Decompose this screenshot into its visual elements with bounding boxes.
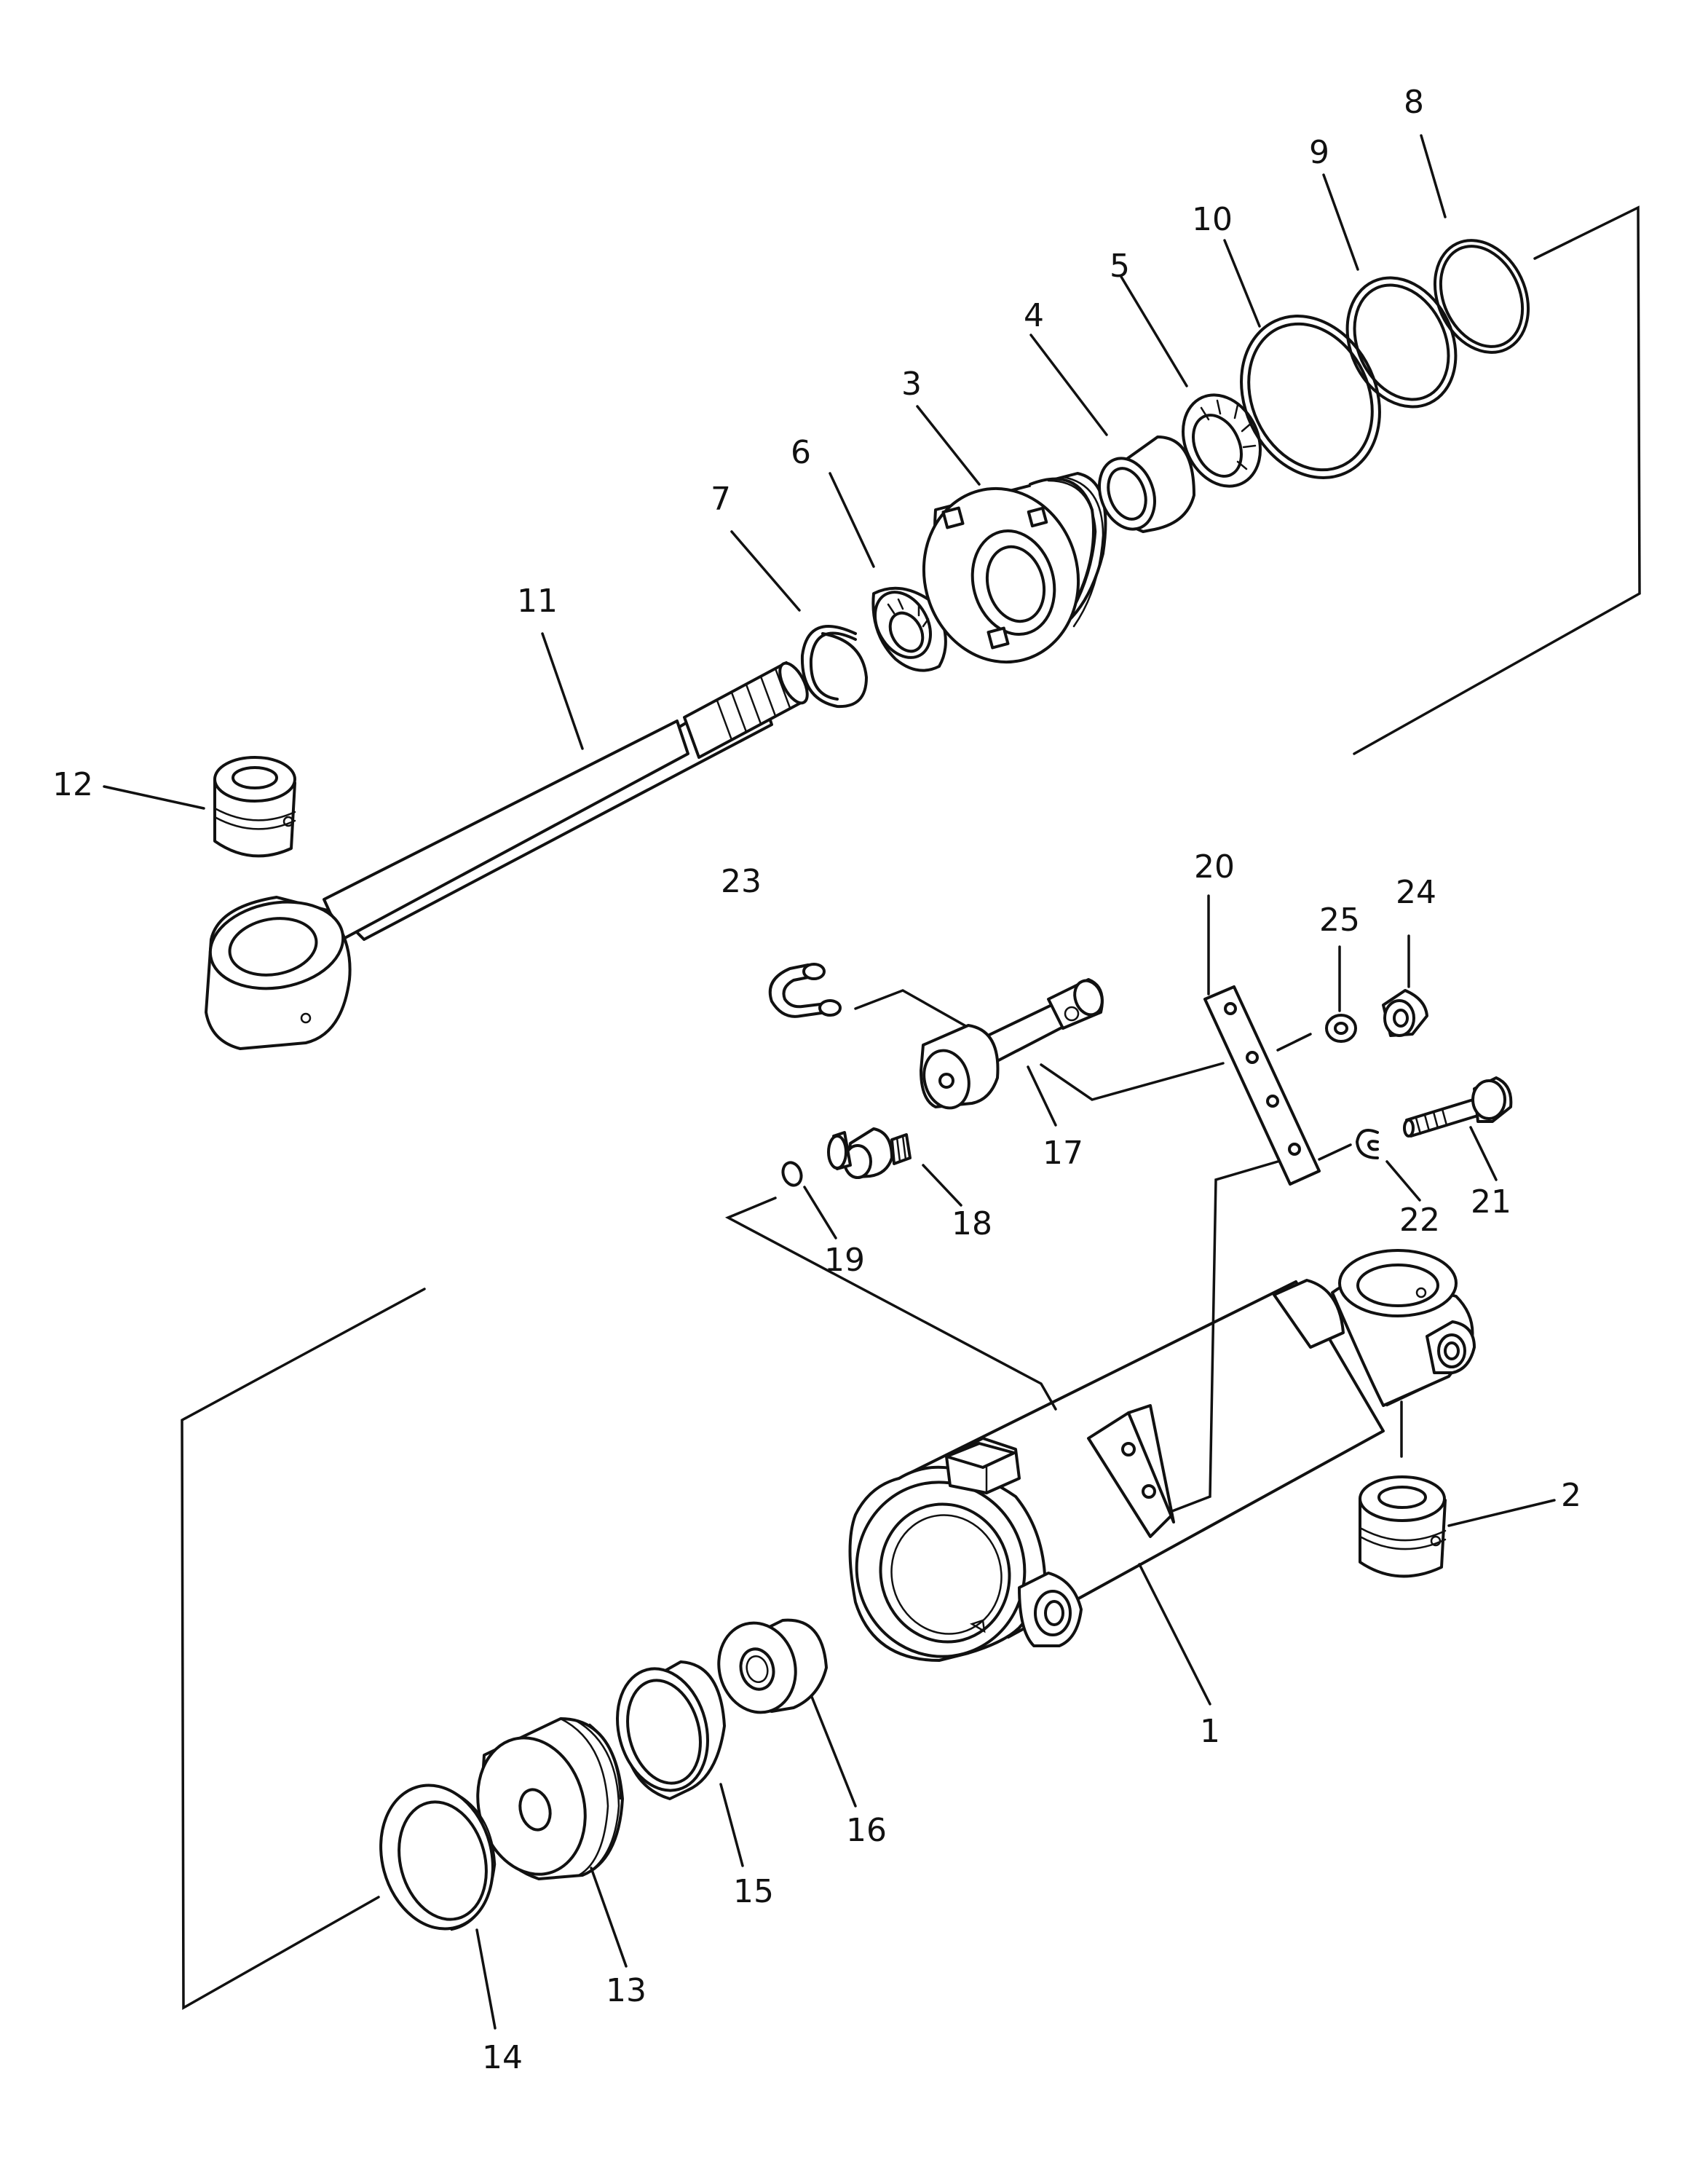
- callout-16: 16: [846, 1812, 887, 1849]
- callout-13: 13: [606, 1972, 647, 2009]
- callout-17: 17: [1043, 1135, 1083, 1172]
- callout-leaders: [103, 134, 1556, 2030]
- callout-1: 1: [1200, 1713, 1220, 1750]
- part-17-link-line: [1040, 1062, 1225, 1101]
- callout-5: 5: [1110, 248, 1130, 285]
- part-8-o-ring: [1433, 239, 1530, 354]
- part-23-link-line: [854, 989, 988, 1039]
- part-13-piston: [476, 1717, 624, 1880]
- callout-10: 10: [1192, 201, 1233, 238]
- callout-21: 21: [1471, 1183, 1511, 1221]
- part-23-u-clip: [768, 963, 842, 1018]
- assembly-bracket-top-right: [1353, 205, 1641, 755]
- part-22-snap-ring: [1356, 1129, 1379, 1159]
- assembly-bracket-bottom-left: [181, 1288, 426, 2011]
- callout-19: 19: [824, 1242, 865, 1279]
- part-24-nut: [1382, 989, 1428, 1037]
- part-19-o-ring: [781, 1161, 803, 1187]
- callout-15: 15: [733, 1873, 774, 1910]
- callout-23: 23: [721, 863, 762, 900]
- part-10-o-ring: [1240, 315, 1381, 479]
- callout-12: 12: [52, 766, 93, 803]
- part-19-link-line: [724, 1197, 1057, 1411]
- callout-22: 22: [1399, 1202, 1440, 1239]
- callout-18: 18: [952, 1205, 992, 1242]
- part-18-grease-fitting: [827, 1127, 912, 1179]
- callout-2: 2: [1561, 1477, 1581, 1514]
- callout-4: 4: [1024, 297, 1044, 334]
- part-16-nut: [717, 1618, 828, 1714]
- part-7-snap-ring: [800, 625, 868, 709]
- part-12-bushing: [213, 756, 296, 858]
- callout-9: 9: [1309, 134, 1329, 171]
- part-14-seal: [379, 1783, 497, 1931]
- part-3-cylinder-head: [922, 472, 1107, 664]
- callout-7: 7: [711, 481, 731, 518]
- part-20-plate: [1203, 985, 1321, 1186]
- part-9-backup-ring: [1345, 276, 1458, 409]
- part-25-washer: [1325, 1014, 1357, 1043]
- part-6-seal: [871, 586, 947, 672]
- part-4-bushing: [1098, 435, 1195, 533]
- part-17-pin: [920, 978, 1104, 1110]
- callout-6: 6: [791, 434, 811, 471]
- callout-8: 8: [1404, 84, 1424, 121]
- callout-labels: 1 2 3 4 5 6 7 8 9 10 11 12 13 14 15 16 1…: [52, 84, 1581, 2076]
- callout-3: 3: [901, 366, 922, 403]
- part-15-wear-ring: [616, 1660, 726, 1800]
- part-20-link-lines: [1276, 1033, 1352, 1161]
- part-2-bushing: [1359, 1475, 1447, 1578]
- part-20-tube-link-line: [1171, 1160, 1279, 1513]
- callout-14: 14: [482, 2039, 523, 2076]
- part-21-bolt: [1403, 1076, 1513, 1138]
- part-11-piston-rod: [205, 661, 809, 1050]
- callout-11: 11: [517, 583, 558, 620]
- callout-25: 25: [1319, 902, 1360, 939]
- part-1-cylinder-tube: [848, 1249, 1476, 1662]
- callout-24: 24: [1396, 874, 1436, 911]
- callout-20: 20: [1194, 848, 1235, 886]
